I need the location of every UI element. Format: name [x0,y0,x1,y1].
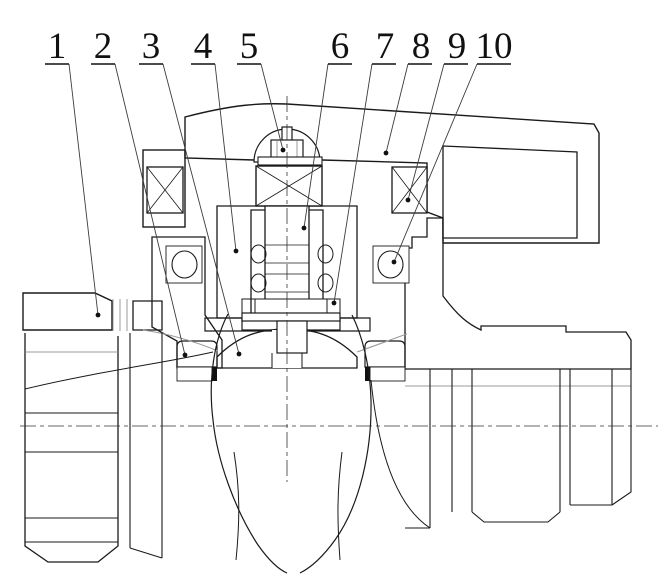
leader-dot-screw [280,147,286,153]
packing-gland [146,165,428,214]
outlet-external [370,369,632,529]
stem-washer-left [241,298,256,314]
leader-dot-ball [236,351,242,357]
leader-line-handle [385,63,409,154]
leader-dot-end-cap-nut [95,312,101,318]
stem-o-ring [317,244,334,264]
part-number-8: 8 [412,26,431,67]
body-left-hex-section [132,300,163,331]
leader-line-stem-washer [333,63,373,304]
part-number-7: 7 [376,26,395,67]
part-label-3: 3 [139,26,242,357]
part-label-7: 7 [331,26,396,306]
leader-line-o-ring [393,63,478,263]
part-label-6: 6 [301,26,352,231]
leader-dot-bonnet [233,248,239,254]
part-label-4: 4 [191,26,239,254]
leader-dot-handle [383,150,389,156]
body-right-wing [374,217,632,370]
leader-dot-o-ring [391,259,397,265]
leader-line-stem [303,63,329,229]
leader-line-ball [162,63,240,355]
stem-square-section [255,165,323,207]
o-ring-right [377,250,404,279]
leader-line-screw [260,63,284,151]
part-label-5: 5 [237,26,286,153]
part-label-8: 8 [383,26,432,156]
gland-left-section [146,166,184,214]
end-cap-section [22,292,113,331]
gland-right-section [391,166,428,214]
leader-dot-packing-gland [405,197,411,203]
bonnet-o-rings [165,245,410,284]
leader-line-bonnet [214,63,237,252]
stem-o-ring [250,244,267,264]
centerlines [20,96,658,482]
part-number-1: 1 [48,26,67,67]
part-label-9: 9 [405,26,468,203]
leader-dot-seat-ring [182,352,188,358]
part-number-6: 6 [331,26,350,67]
stem-collar [254,298,328,314]
stem-top-plate [257,156,323,166]
valve-body-section [22,217,632,370]
handle-hook [142,149,186,228]
part-number-10: 10 [476,26,513,67]
seat-gap-left [212,367,217,381]
seat-right [364,340,406,368]
part-number-2: 2 [94,26,113,67]
part-label-1: 1 [45,26,101,318]
stem-o-ring [317,273,334,293]
seat-gap-right [365,367,370,381]
o-ring-left [171,250,198,279]
part-number-3: 3 [142,26,161,67]
leader-line-packing-gland [407,63,445,201]
handle-grip-hole [442,145,578,239]
stem-tang [276,320,308,354]
leader-dot-stem-washer [331,300,337,306]
part-number-4: 4 [194,26,213,67]
leader-line-end-cap-nut [68,63,99,316]
leader-dot-stem [301,225,307,231]
leader-line-seat-ring [114,63,186,356]
part-label-10: 10 [391,26,513,265]
handle [142,103,600,244]
stem [241,205,341,322]
stem-o-ring [250,273,267,293]
stem-collar-plate [241,312,341,322]
ball-external [210,313,372,574]
part-label-2: 2 [91,26,188,358]
end-cap-external [24,333,163,563]
bore-curves [24,329,408,390]
part-number-9: 9 [448,26,467,67]
part-number-5: 5 [240,26,259,67]
